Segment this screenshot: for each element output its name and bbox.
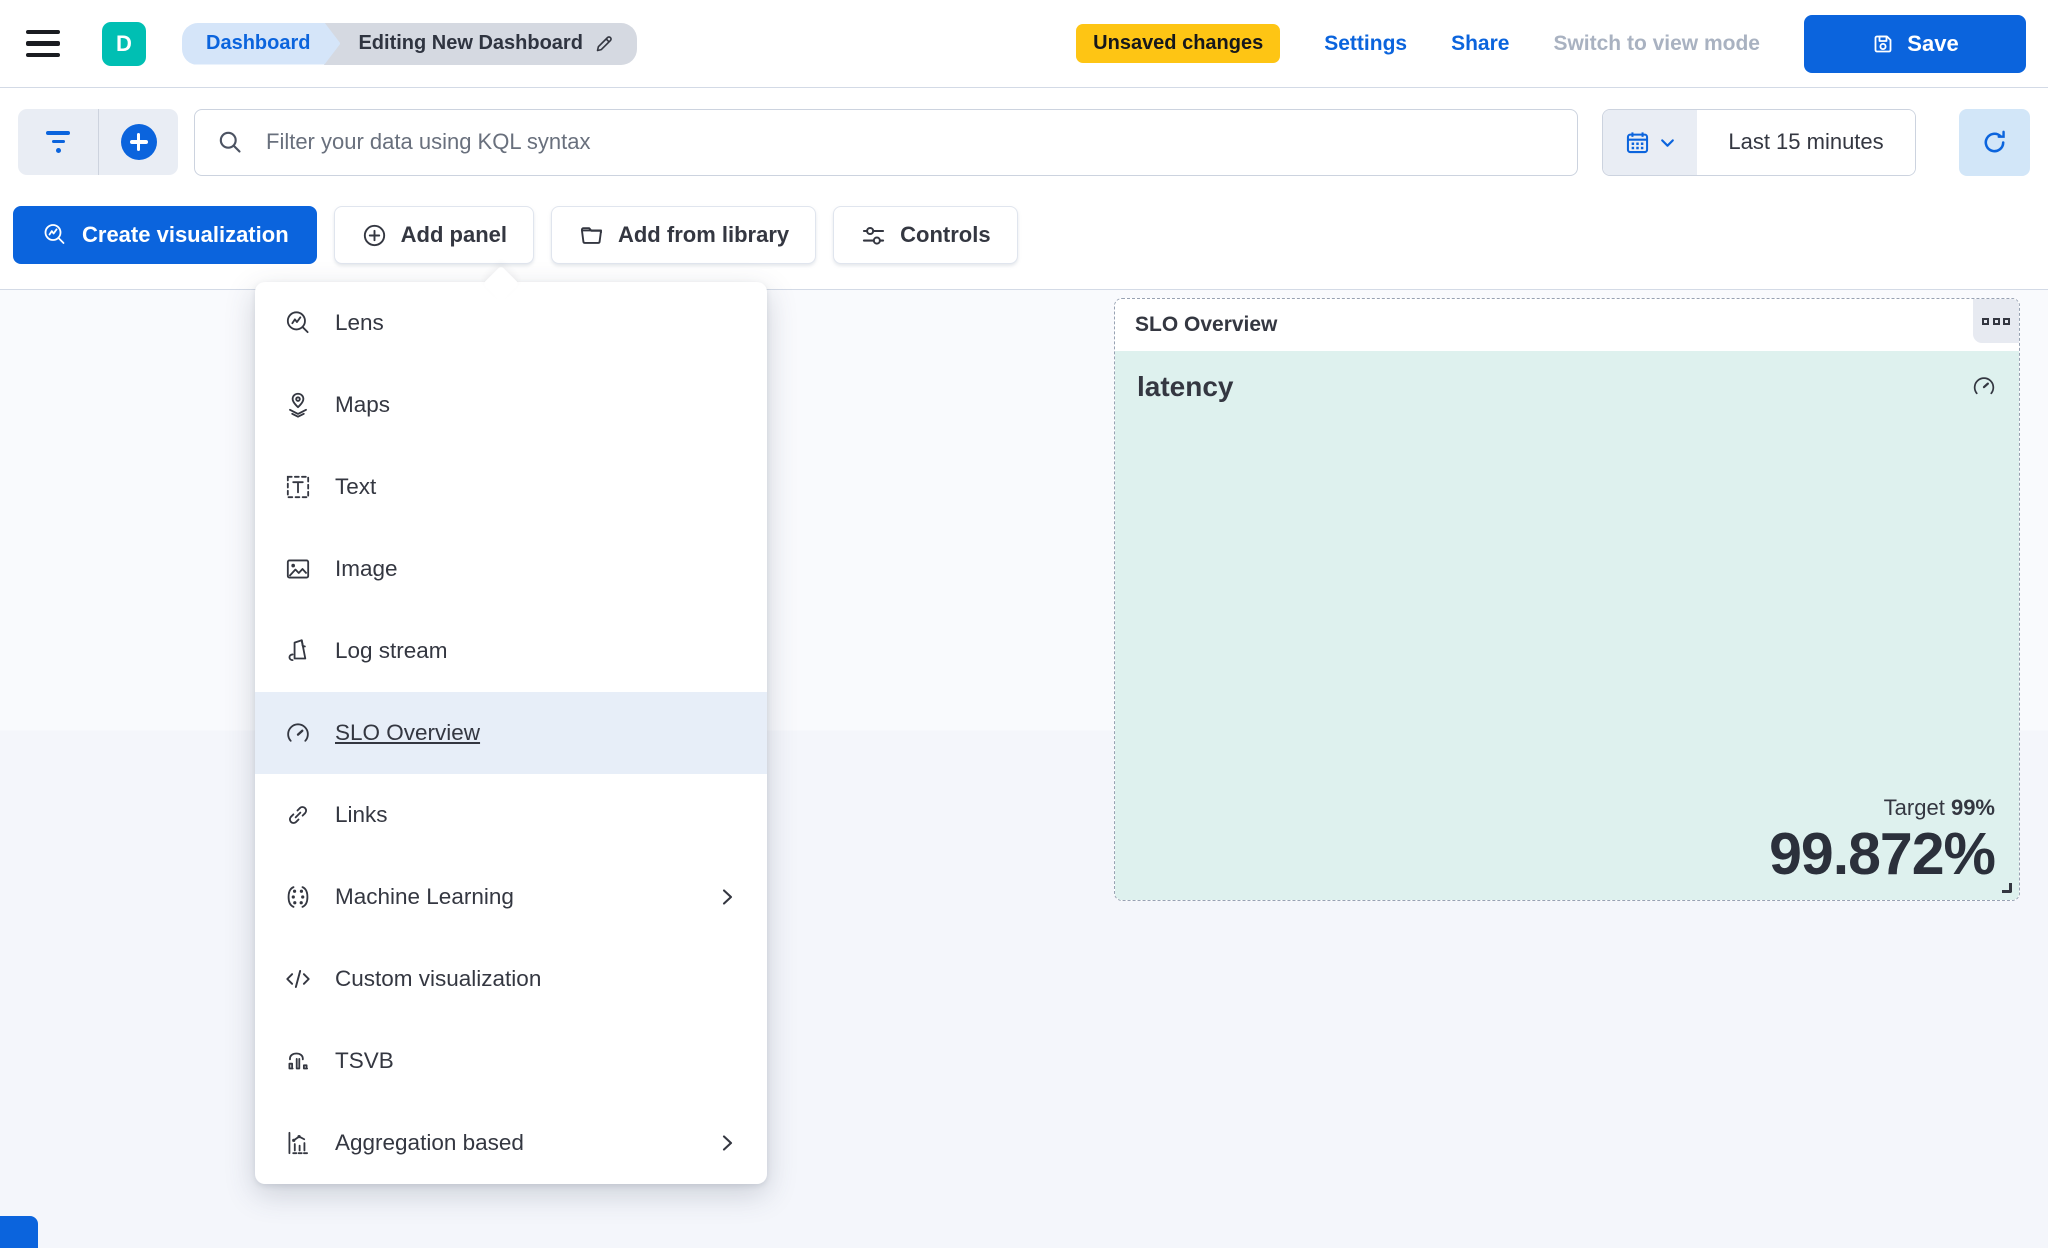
time-range-value[interactable]: Last 15 minutes — [1697, 109, 1915, 175]
panel-header: SLO Overview — [1115, 299, 2019, 351]
link-icon — [283, 800, 313, 830]
create-visualization-label: Create visualization — [82, 222, 289, 247]
folder-icon — [578, 222, 605, 249]
menu-item-slo-overview[interactable]: SLO Overview — [255, 692, 767, 774]
menu-item-label: Maps — [335, 392, 391, 417]
slo-overview-panel[interactable]: SLO Overview latency Target 99% 99.872% — [1114, 298, 2020, 901]
slo-target: Target 99% — [1769, 795, 1995, 821]
lens-icon — [283, 308, 313, 338]
unsaved-changes-badge: Unsaved changes — [1076, 24, 1281, 63]
save-disk-icon — [1871, 32, 1895, 56]
menu-item-label: Image — [335, 556, 398, 581]
menu-item-maps[interactable]: Maps — [255, 364, 767, 446]
menu-item-label: Machine Learning — [335, 884, 514, 909]
log-stream-icon — [283, 636, 313, 666]
menu-item-lens[interactable]: Lens — [255, 282, 767, 364]
dashboard-canvas: Lens Maps — [0, 282, 2048, 1248]
menu-item-label: Lens — [335, 310, 384, 335]
text-icon — [283, 472, 313, 502]
menu-item-image[interactable]: Image — [255, 528, 767, 610]
pencil-icon — [593, 33, 615, 55]
controls-button[interactable]: Controls — [833, 206, 1018, 264]
refresh-icon — [1980, 128, 2009, 157]
menu-item-links[interactable]: Links — [255, 774, 767, 856]
plus-circle-icon — [361, 222, 388, 249]
add-panel-label: Add panel — [400, 222, 507, 247]
save-button[interactable]: Save — [1804, 14, 2026, 73]
calendar-icon — [1624, 129, 1651, 156]
add-filter-plus-icon — [120, 124, 157, 160]
add-from-library-label: Add from library — [617, 222, 790, 247]
save-label: Save — [1907, 30, 1959, 56]
refresh-button[interactable] — [1959, 108, 2030, 176]
slo-sli-value: 99.872% — [1769, 821, 1996, 887]
add-panel-menu: Lens Maps — [255, 282, 767, 1184]
menu-item-label: SLO Overview — [335, 720, 481, 745]
gauge-icon — [1969, 371, 1999, 401]
submenu-chevron-right-icon — [715, 1131, 739, 1155]
menu-item-machine-learning[interactable]: Machine Learning — [255, 856, 767, 938]
panel-resize-handle[interactable] — [2002, 883, 2012, 893]
menu-item-log-stream[interactable]: Log stream — [255, 610, 767, 692]
filter-button-group — [18, 109, 178, 175]
kql-search-box — [194, 108, 1578, 176]
slo-target-value: 99% — [1950, 795, 1995, 820]
query-bar: Last 15 minutes — [0, 88, 2048, 196]
menu-item-custom-visualization[interactable]: Custom visualization — [255, 938, 767, 1020]
dashboard-toolbar: Create visualization Add panel Add from … — [0, 196, 2048, 290]
share-link[interactable]: Share — [1451, 31, 1510, 55]
panel-options-button[interactable] — [1973, 299, 2019, 343]
menu-item-tsvb[interactable]: TSVB — [255, 1020, 767, 1102]
menu-item-label: Log stream — [335, 638, 448, 663]
filter-button[interactable] — [18, 109, 98, 175]
breadcrumb: Dashboard Editing New Dashboard — [182, 22, 637, 65]
menu-item-label: Text — [335, 474, 377, 499]
settings-link[interactable]: Settings — [1324, 31, 1408, 55]
add-filter-button[interactable] — [98, 109, 178, 175]
controls-label: Controls — [900, 222, 991, 247]
gauge-icon — [283, 718, 313, 748]
add-panel-button[interactable]: Add panel — [333, 206, 534, 264]
menu-item-label: TSVB — [335, 1048, 394, 1073]
panel-title: SLO Overview — [1135, 313, 1278, 336]
menu-item-label: Links — [335, 802, 388, 827]
time-range-picker: Last 15 minutes — [1602, 108, 1916, 176]
image-icon — [283, 554, 313, 584]
header-actions: Unsaved changes Settings Share Switch to… — [1076, 14, 2026, 73]
menu-item-label: Custom visualization — [335, 966, 542, 991]
kql-search-input[interactable] — [266, 129, 1555, 155]
code-icon — [283, 964, 313, 994]
top-header: D Dashboard Editing New Dashboard Unsave… — [0, 0, 2048, 88]
panel-drop-placeholder — [0, 1216, 38, 1248]
add-from-library-button[interactable]: Add from library — [550, 206, 817, 264]
aggregation-icon — [283, 1128, 313, 1158]
breadcrumb-current-label: Editing New Dashboard — [358, 32, 583, 54]
create-visualization-button[interactable]: Create visualization — [13, 206, 317, 264]
menu-item-label: Aggregation based — [335, 1130, 524, 1155]
slo-metric-body: latency Target 99% 99.872% — [1115, 351, 2019, 900]
calendar-dropdown-button[interactable] — [1603, 109, 1697, 175]
maps-icon — [283, 390, 313, 420]
slo-values: Target 99% 99.872% — [1769, 795, 1996, 887]
filter-icon — [46, 131, 70, 153]
controls-sliders-icon — [860, 222, 887, 249]
menu-item-text[interactable]: Text — [255, 446, 767, 528]
menu-hamburger-icon[interactable] — [26, 29, 60, 58]
tsvb-icon — [283, 1046, 313, 1076]
switch-to-view-mode-link[interactable]: Switch to view mode — [1553, 31, 1760, 55]
breadcrumb-dashboard[interactable]: Dashboard — [182, 23, 340, 65]
slo-target-label: Target — [1883, 795, 1945, 820]
lens-icon — [41, 221, 69, 249]
submenu-chevron-right-icon — [715, 885, 739, 909]
slo-metric-title: latency — [1137, 371, 1234, 402]
breadcrumb-current[interactable]: Editing New Dashboard — [324, 22, 637, 65]
menu-item-aggregation-based[interactable]: Aggregation based — [255, 1102, 767, 1184]
chevron-down-icon — [1659, 134, 1676, 151]
machine-learning-icon — [283, 882, 313, 912]
deployment-logo[interactable]: D — [102, 21, 146, 66]
search-icon — [217, 129, 244, 156]
